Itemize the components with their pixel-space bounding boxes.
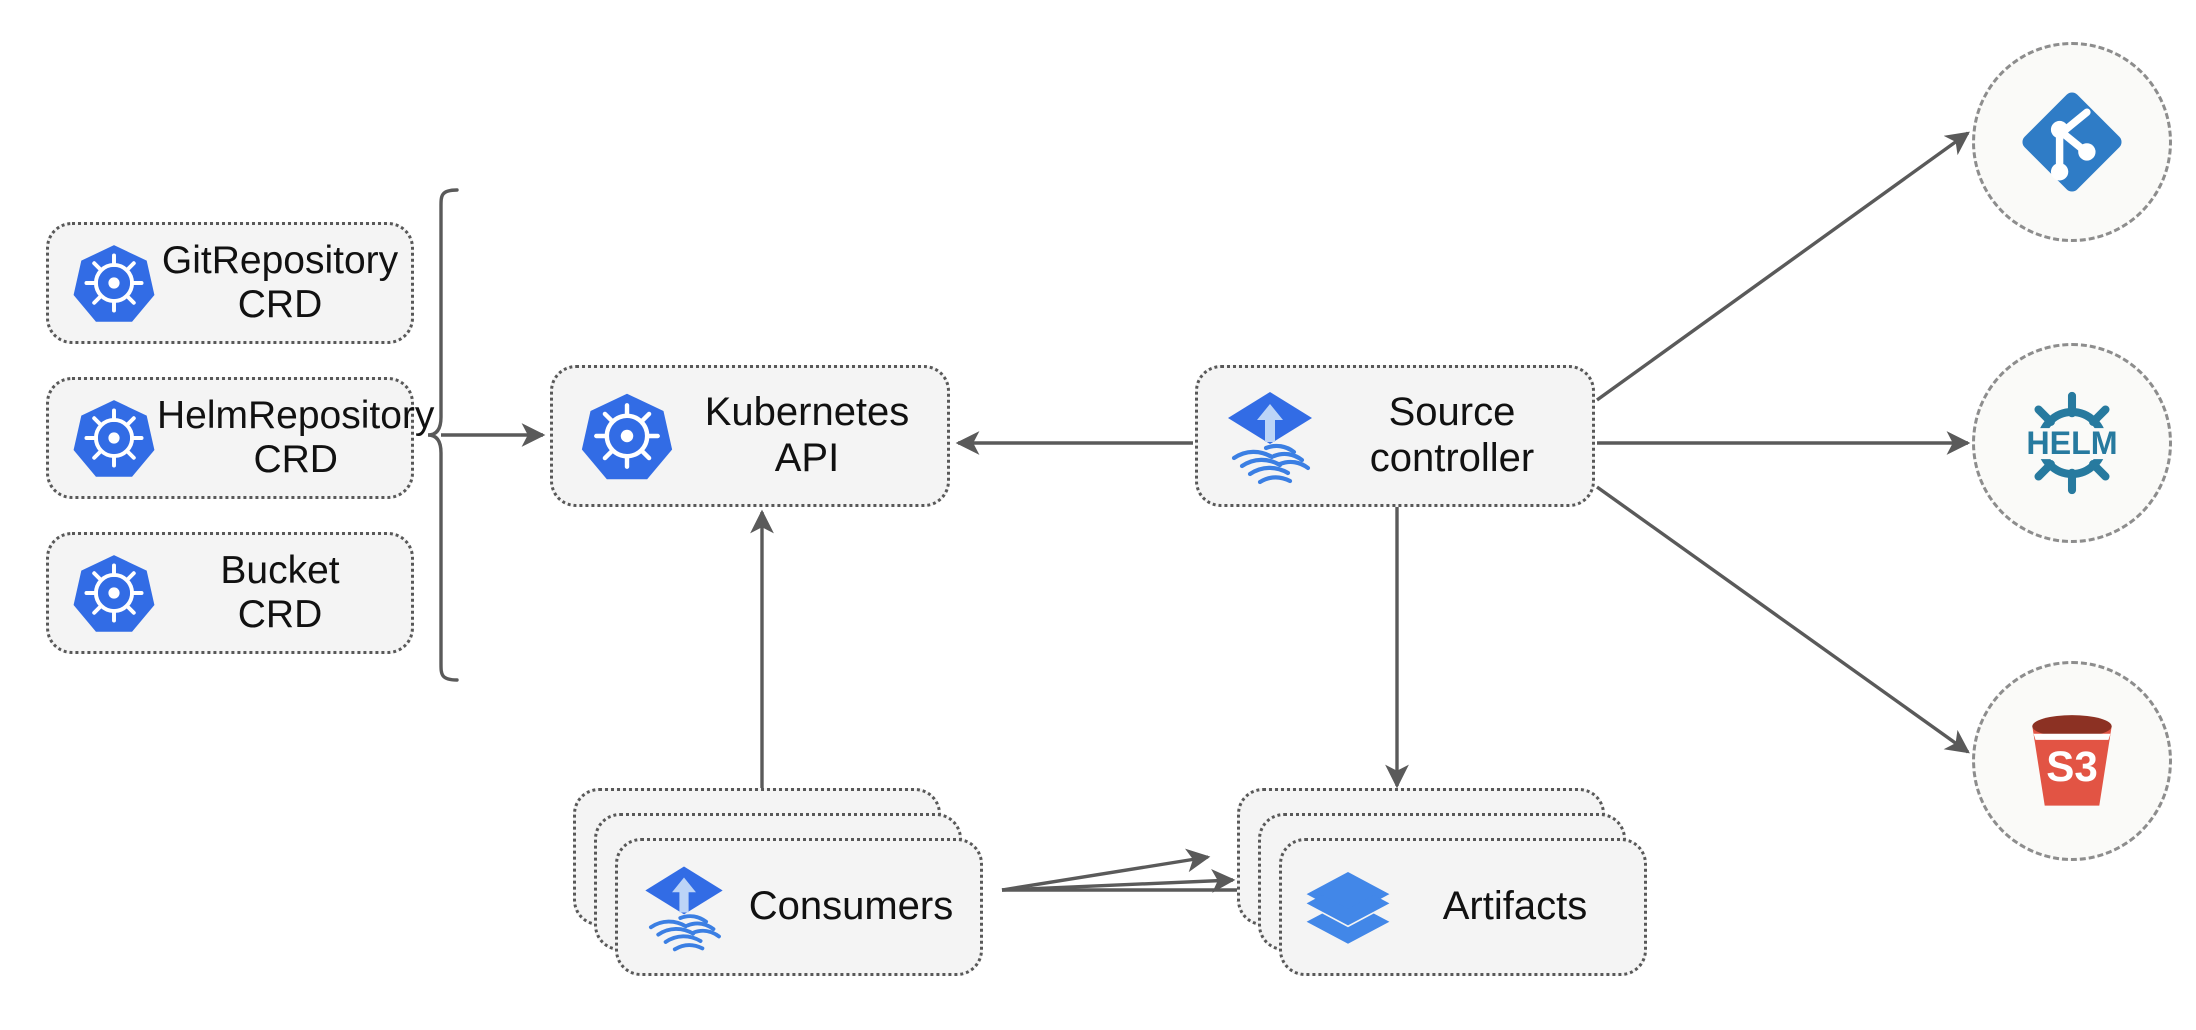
- node-consumers[interactable]: Consumers: [573, 788, 1003, 988]
- s3-wordmark: S3: [2046, 743, 2098, 790]
- kubernetes-icon: [71, 550, 157, 636]
- arrow-consumers-to-artifacts-middle: [1001, 869, 1236, 893]
- consumers-stack-front[interactable]: Consumers: [615, 838, 983, 976]
- node-label: Consumers: [748, 884, 954, 929]
- flux-icon: [638, 861, 730, 953]
- git-icon: [2010, 80, 2134, 204]
- artifacts-stack-front[interactable]: Artifacts: [1279, 838, 1647, 976]
- arrow-source-controller-to-s3: [1596, 485, 1970, 754]
- node-source-controller[interactable]: Source controller: [1195, 365, 1595, 507]
- s3-bucket-icon: S3: [2010, 699, 2134, 823]
- crd-card-label: GitRepository CRD: [161, 238, 399, 326]
- kubernetes-icon: [71, 395, 157, 481]
- node-kubernetes-api[interactable]: Kubernetes API: [550, 365, 950, 507]
- node-label: Artifacts: [1442, 884, 1588, 929]
- arrow-consumers-to-artifacts-back: [1001, 848, 1211, 892]
- source-circle-s3[interactable]: S3: [1972, 661, 2172, 861]
- source-circle-helm[interactable]: HELM: [1972, 343, 2172, 543]
- crd-card-label: Bucket CRD: [220, 548, 340, 636]
- node-label: Source controller: [1369, 390, 1535, 480]
- layers-icon: [1302, 861, 1394, 953]
- arrow-source-controller-to-git: [1596, 131, 1970, 402]
- crd-card-bucket[interactable]: Bucket CRD: [46, 532, 414, 654]
- crd-card-gitrepository[interactable]: GitRepository CRD: [46, 222, 414, 344]
- crd-card-label: HelmRepository CRD: [157, 393, 435, 481]
- node-artifacts[interactable]: Artifacts: [1237, 788, 1667, 988]
- kubernetes-icon: [71, 240, 157, 326]
- flux-icon: [1220, 386, 1320, 486]
- helm-wordmark: HELM: [2026, 425, 2117, 461]
- crd-card-helmrepository[interactable]: HelmRepository CRD: [46, 377, 434, 499]
- helm-icon: HELM: [2010, 381, 2134, 505]
- kubernetes-icon: [579, 388, 675, 484]
- source-circle-git[interactable]: [1972, 42, 2172, 242]
- node-label: Kubernetes API: [704, 390, 910, 480]
